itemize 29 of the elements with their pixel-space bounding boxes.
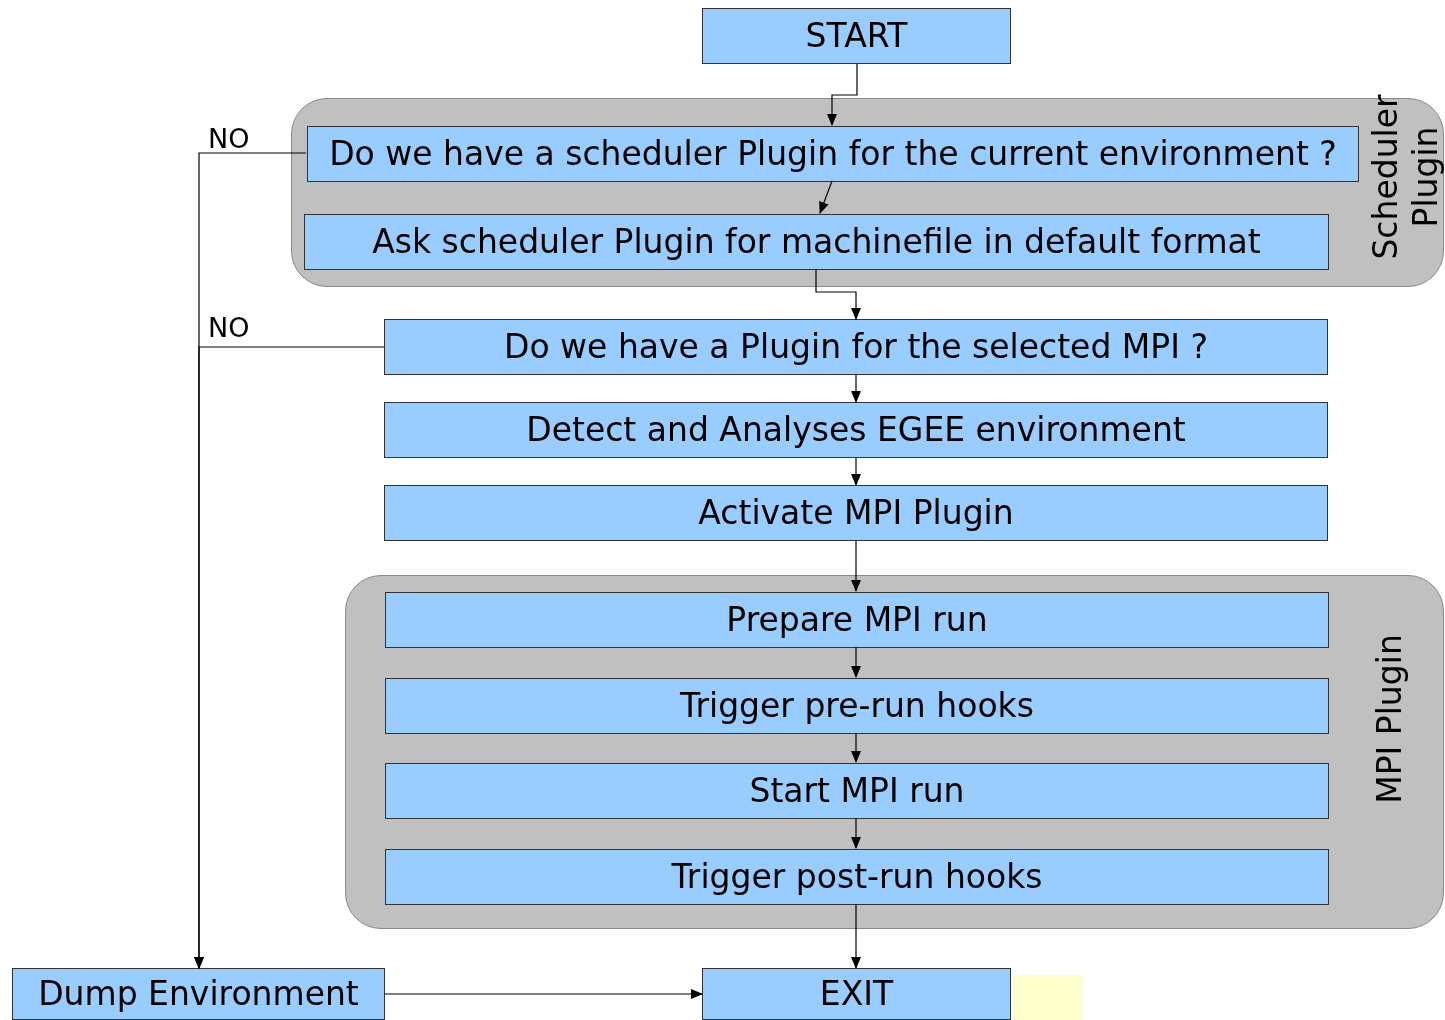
process-box: Activate MPI Plugin xyxy=(384,485,1328,541)
process-box: Trigger pre-run hooks xyxy=(385,678,1329,734)
arrow xyxy=(851,732,861,763)
process-box: Prepare MPI run xyxy=(385,592,1329,648)
arrow xyxy=(384,989,703,999)
process-box: Trigger post-run hooks xyxy=(385,849,1329,905)
arrow xyxy=(851,903,861,969)
process-box: Ask scheduler Plugin for machinefile in default format xyxy=(304,214,1329,270)
group-title: Scheduler Plugin xyxy=(1366,93,1445,262)
plugin-group-panel xyxy=(345,575,1444,929)
arrow xyxy=(851,374,861,403)
arrow xyxy=(819,180,833,214)
process-box: EXIT xyxy=(702,968,1011,1020)
arrow xyxy=(815,268,861,320)
edge-label: NO xyxy=(208,313,250,343)
arrow xyxy=(194,346,385,969)
process-box: START xyxy=(702,8,1011,64)
arrow xyxy=(827,63,858,126)
process-box: Start MPI run xyxy=(385,763,1329,819)
process-box: Dump Environment xyxy=(12,968,385,1020)
arrow xyxy=(851,540,861,592)
arrow xyxy=(851,457,861,486)
process-box: Do we have a scheduler Plugin for the current environment ? xyxy=(307,126,1359,182)
arrow xyxy=(851,817,861,849)
process-box: Do we have a Plugin for the selected MPI ? xyxy=(384,319,1328,375)
process-box: Detect and Analyses EGEE environment xyxy=(384,402,1328,458)
arrow xyxy=(851,646,861,678)
group-title: MPI Plugin xyxy=(1370,633,1410,806)
edge-label: NO xyxy=(208,124,250,154)
